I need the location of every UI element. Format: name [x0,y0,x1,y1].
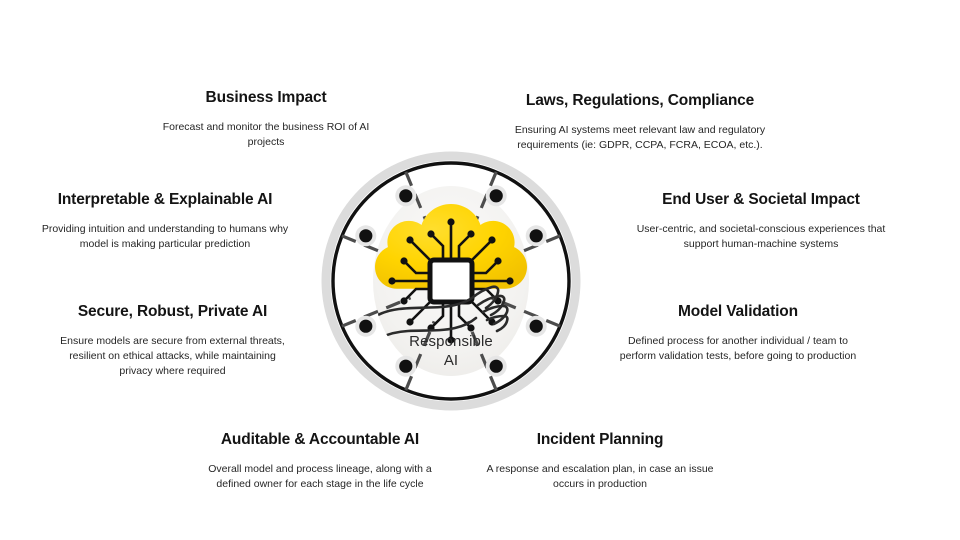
pillar-title-end-user-societal-impact: End User & Societal Impact [662,191,860,208]
wheel-nodes [355,185,547,377]
pillar-title-auditable-accountable-ai: Auditable & Accountable AI [220,431,420,448]
pillar-description-secure-robust-private-ai: Ensure models are secure from external t… [60,335,285,378]
cloud-ai-chip-in-hand-icon [373,204,527,352]
wheel-node-end-user-societal-impact [529,229,543,243]
pillar-title-business-impact: Business Impact [205,89,327,106]
pillar-description-laws-regulations-compliance: Ensuring AI systems meet relevant law an… [514,124,766,152]
pillar-title-model-validation: Model Validation [678,303,798,320]
wheel-node-auditable-accountable-ai [399,359,413,373]
pillar-auditable-accountable-ai: Auditable & Accountable AI Overall model… [195,430,445,492]
pillar-interpretable-explainable-ai: Interpretable & Explainable AI Providing… [40,190,290,252]
pillar-laws-regulations-compliance: Laws, Regulations, Compliance Ensuring A… [510,91,770,153]
wheel-node-interpretable-explainable-ai [359,229,373,243]
pillar-title-laws-regulations-compliance: Laws, Regulations, Compliance [525,92,755,109]
pillar-title-interpretable-explainable-ai: Interpretable & Explainable AI [57,191,273,208]
wheel-node-incident-planning [489,359,503,373]
wheel-inner-ring [331,161,571,401]
pillar-end-user-societal-impact: End User & Societal Impact User-centric,… [630,190,892,252]
pillar-description-business-impact: Forecast and monitor the business ROI of… [162,121,370,149]
chip-core-square [427,257,475,305]
pillar-incident-planning: Incident Planning A response and escalat… [480,430,720,492]
pillar-title-secure-robust-private-ai: Secure, Robust, Private AI [77,303,268,320]
pillar-description-interpretable-explainable-ai: Providing intuition and understanding to… [41,223,289,251]
wheel-outer-ring [321,151,581,411]
pillar-description-auditable-accountable-ai: Overall model and process lineage, along… [208,463,432,491]
wheel-node-secure-robust-private-ai [359,319,373,333]
responsible-ai-wheel: Responsible AI [320,150,582,412]
pillar-secure-robust-private-ai: Secure, Robust, Private AI Ensure models… [55,302,290,379]
wheel-node-model-validation [529,319,543,333]
wheel-node-laws-regulations-compliance [489,189,503,203]
wheel-node-business-impact [399,189,413,203]
pillar-title-incident-planning: Incident Planning [536,431,664,448]
pillar-business-impact: Business Impact Forecast and monitor the… [150,88,382,150]
pillar-description-model-validation: Defined process for another individual /… [619,335,857,363]
pillar-model-validation: Model Validation Defined process for ano… [610,302,866,364]
pillar-description-incident-planning: A response and escalation plan, in case … [486,463,714,491]
pillar-description-end-user-societal-impact: User-centric, and societal-conscious exp… [636,223,886,251]
